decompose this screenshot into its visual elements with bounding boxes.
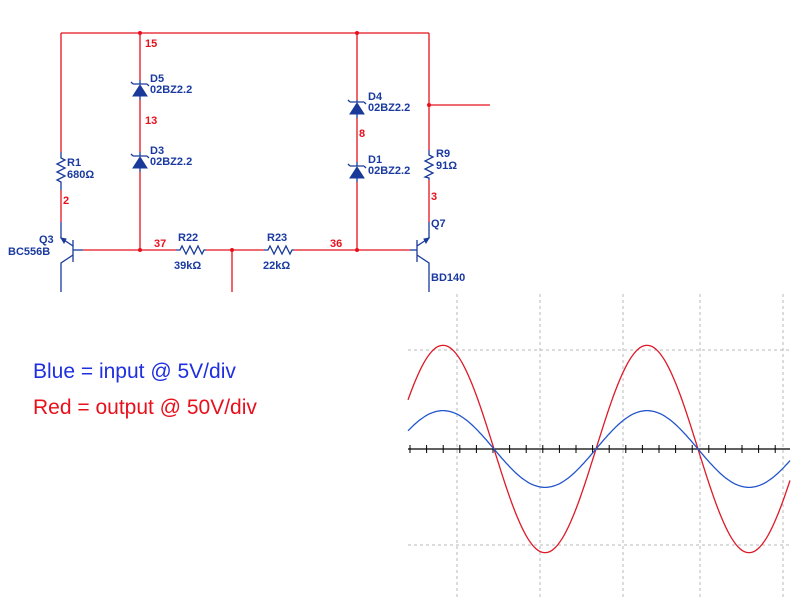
legend-output: Red = output @ 50V/div: [33, 396, 257, 419]
resistor-r9: [423, 150, 435, 180]
r1-ref: R1: [67, 157, 81, 169]
d3-value: 02BZ2.2: [150, 156, 192, 168]
node-36: 36: [330, 238, 342, 250]
q3-value: BC556B: [8, 246, 50, 258]
d5-ref: D5: [150, 73, 164, 85]
wires: [60, 32, 490, 292]
transistor-q7: [410, 222, 431, 292]
node-labels: 15 13 8 2 3 37 36: [63, 38, 437, 250]
r22-value: 39kΩ: [174, 260, 201, 272]
d1-value: 02BZ2.2: [368, 165, 410, 177]
q3-ref: Q3: [39, 234, 54, 246]
component-labels: D5 02BZ2.2 D3 02BZ2.2 D4 02BZ2.2 D1 02BZ…: [8, 73, 465, 284]
node-37: 37: [154, 238, 166, 250]
zener-d1: [347, 162, 367, 182]
resistor-r1: [55, 152, 67, 190]
node-8: 8: [359, 128, 365, 140]
node-3: 3: [431, 191, 437, 203]
transistor-q3: [59, 222, 83, 292]
zener-d5: [130, 80, 150, 100]
resistor-r23: [264, 244, 294, 256]
r9-ref: R9: [436, 148, 450, 160]
node-13: 13: [145, 115, 157, 127]
resistor-r22: [176, 244, 206, 256]
r23-value: 22kΩ: [263, 260, 290, 272]
q7-ref: Q7: [431, 218, 446, 230]
r1-value: 680Ω: [67, 169, 94, 181]
output-trace: [407, 344, 791, 554]
d1-ref: D1: [368, 154, 382, 166]
d4-ref: D4: [368, 91, 383, 103]
d4-value: 02BZ2.2: [368, 102, 410, 114]
junctions: [138, 31, 431, 252]
legend-input: Blue = input @ 5V/div: [33, 360, 236, 383]
r9-value: 91Ω: [436, 160, 457, 172]
zener-d3: [130, 152, 150, 172]
scope-axis: [408, 445, 790, 453]
d3-ref: D3: [150, 145, 164, 157]
d5-value: 02BZ2.2: [150, 84, 192, 96]
r22-ref: R22: [178, 232, 198, 244]
node-2: 2: [63, 195, 69, 207]
axis-ticks: [409, 445, 776, 453]
q7-value: BD140: [431, 272, 465, 284]
node-15: 15: [145, 38, 157, 50]
r23-ref: R23: [267, 232, 287, 244]
zener-d4: [347, 99, 367, 118]
scope-grid: [408, 294, 790, 600]
input-trace: [407, 409, 791, 489]
